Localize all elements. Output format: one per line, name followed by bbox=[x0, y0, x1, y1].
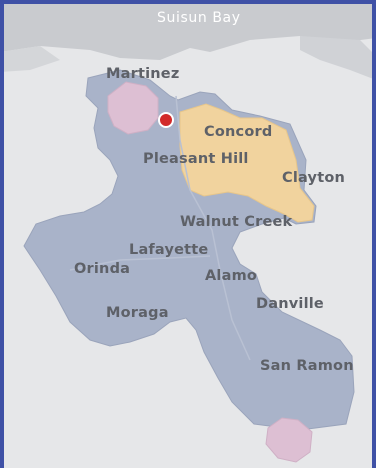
city-label-concord[interactable]: Concord bbox=[204, 124, 273, 140]
city-label-walnut-creek[interactable]: Walnut Creek bbox=[180, 214, 293, 230]
top-frame-strip bbox=[0, 0, 376, 4]
city-label-alamo[interactable]: Alamo bbox=[205, 268, 258, 284]
water-label: Suisun Bay bbox=[157, 10, 241, 26]
city-label-lafayette[interactable]: Lafayette bbox=[129, 242, 209, 258]
location-pin-icon[interactable] bbox=[158, 112, 174, 128]
city-label-san-ramon[interactable]: San Ramon bbox=[260, 358, 354, 374]
city-label-moraga[interactable]: Moraga bbox=[106, 305, 169, 321]
suisun-bay-water bbox=[0, 0, 376, 60]
city-label-danville[interactable]: Danville bbox=[256, 296, 324, 312]
city-label-clayton[interactable]: Clayton bbox=[282, 170, 346, 186]
bay-channel bbox=[0, 46, 60, 72]
bay-island bbox=[300, 36, 376, 80]
concord-clayton-region bbox=[179, 103, 315, 223]
left-frame-edge bbox=[0, 0, 4, 468]
road-line bbox=[175, 95, 251, 361]
right-frame-edge bbox=[372, 0, 376, 468]
martinez-region bbox=[107, 81, 159, 135]
city-label-martinez[interactable]: Martinez bbox=[106, 66, 180, 82]
city-label-pleasant-hill[interactable]: Pleasant Hill bbox=[143, 151, 249, 167]
road-line bbox=[69, 255, 211, 271]
south-region bbox=[265, 417, 313, 463]
city-label-orinda[interactable]: Orinda bbox=[74, 261, 131, 277]
